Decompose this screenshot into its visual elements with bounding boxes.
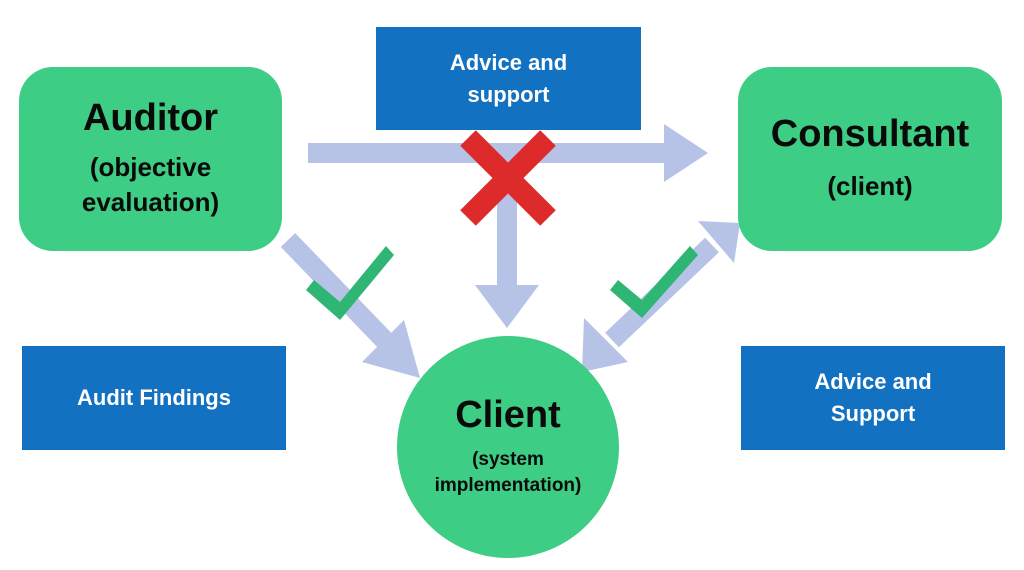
consultant-node: Consultant (client)	[738, 67, 1002, 251]
cross-mark-icon	[460, 130, 556, 226]
advice-support-top-label: Advice and support	[376, 27, 641, 130]
advice-support-right-line2: Support	[830, 401, 916, 426]
auditor-node: Auditor (objective evaluation)	[19, 67, 282, 251]
client-subtitle-line1: (system	[472, 449, 544, 471]
advice-support-right-line1: Advice and	[814, 369, 932, 395]
arrow-advice-down-to-client	[475, 185, 539, 328]
auditor-subtitle-line2: evaluation)	[81, 186, 220, 217]
audit-findings-text: Audit Findings	[77, 385, 231, 411]
check-mark-icon	[306, 246, 394, 320]
auditor-title: Auditor	[82, 97, 219, 139]
client-subtitle-line2: implementation)	[434, 474, 582, 496]
client-node: Client (system implementation)	[397, 336, 619, 558]
advice-support-top-line2: support	[467, 81, 550, 107]
advice-support-right-label: Advice and Support	[741, 346, 1005, 450]
audit-findings-label: Audit Findings	[22, 346, 286, 450]
arrow-auditor-to-client	[280, 233, 420, 378]
auditor-subtitle-line1: (objective	[89, 151, 212, 182]
advice-support-top-line1: Advice and	[449, 49, 568, 75]
client-title: Client	[455, 394, 561, 437]
check-mark-icon	[610, 246, 698, 318]
consultant-title: Consultant	[770, 112, 970, 155]
consultant-subtitle: (client)	[827, 171, 913, 202]
